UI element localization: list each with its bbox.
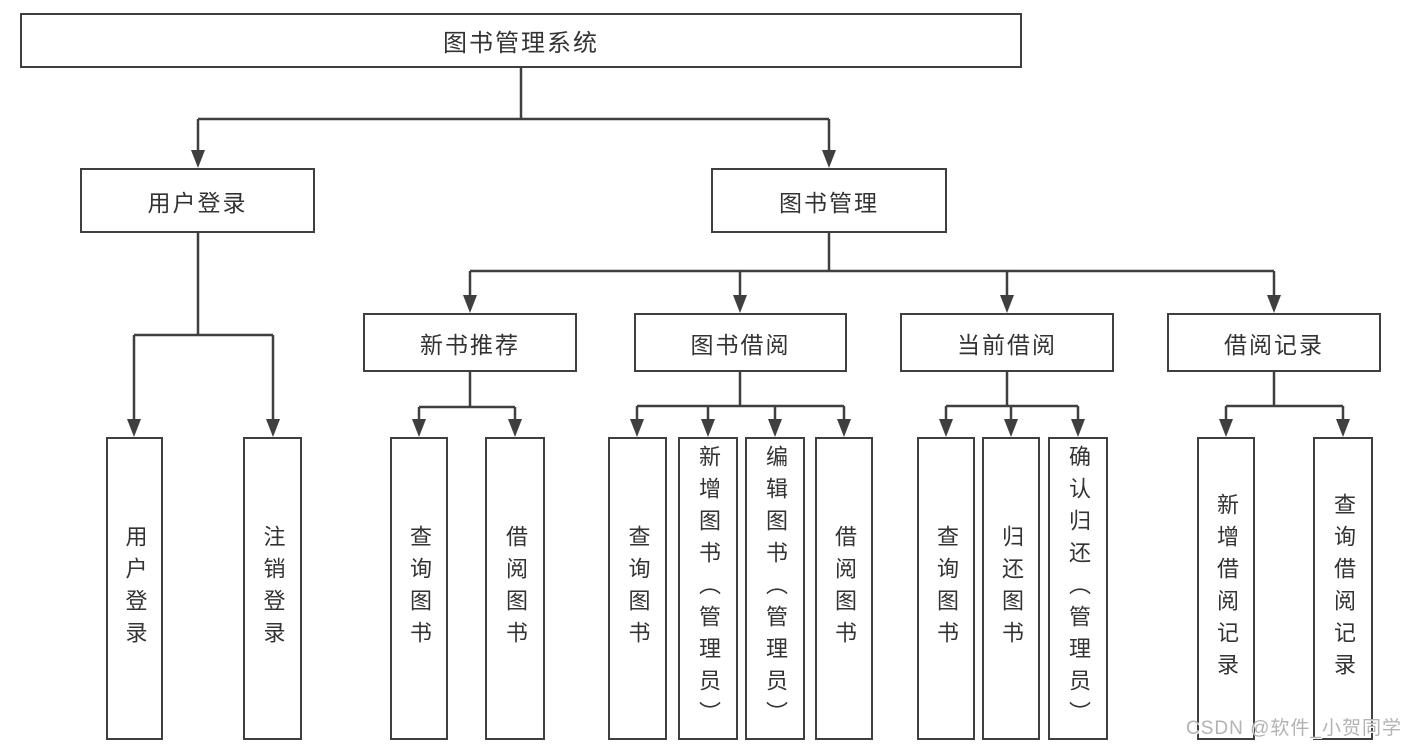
arrow-icon [733, 295, 747, 313]
arrow-icon [127, 419, 141, 437]
node-book-borrowing: 图书借阅 [634, 313, 847, 372]
node-user-login: 用户登录 [80, 168, 315, 233]
leaf-bb-edit-books-admin: 编辑图书（管理员） [745, 437, 805, 740]
leaf-br-query-record: 查询借阅记录 [1313, 437, 1373, 740]
leaf-nbr-query-books: 查询图书 [390, 437, 448, 740]
arrow-icon [191, 150, 205, 168]
leaf-bb-borrow-books: 借阅图书 [815, 437, 873, 740]
leaf-logout: 注销登录 [243, 437, 302, 740]
arrow-icon [1336, 419, 1350, 437]
leaf-bb-add-books-admin: 新增图书（管理员） [678, 437, 738, 740]
leaf-bb-query-books: 查询图书 [608, 437, 667, 740]
arrowheads [127, 150, 1350, 437]
edge-paths [132, 68, 1345, 420]
leaf-cb-query-books: 查询图书 [917, 437, 975, 740]
arrow-icon [1071, 419, 1085, 437]
leaf-user-login: 用户登录 [106, 437, 163, 740]
arrow-icon [1219, 419, 1233, 437]
leaf-cb-return-books: 归还图书 [982, 437, 1040, 740]
node-borrow-records: 借阅记录 [1167, 313, 1381, 372]
arrow-icon [768, 419, 782, 437]
leaf-nbr-borrow-books: 借阅图书 [485, 437, 545, 740]
leaf-cb-confirm-return-admin: 确认归还（管理员） [1048, 437, 1108, 740]
node-root-library-system: 图书管理系统 [20, 13, 1022, 68]
arrow-icon [1000, 295, 1014, 313]
arrow-icon [266, 419, 280, 437]
arrow-icon [701, 419, 715, 437]
node-book-management: 图书管理 [711, 168, 947, 233]
arrow-icon [463, 295, 477, 313]
arrow-icon [822, 150, 836, 168]
node-new-book-recommend: 新书推荐 [363, 313, 577, 372]
node-current-borrowing: 当前借阅 [900, 313, 1114, 372]
arrow-icon [630, 419, 644, 437]
arrow-icon [508, 419, 522, 437]
arrow-icon [1004, 419, 1018, 437]
arrow-icon [412, 419, 426, 437]
arrow-icon [837, 419, 851, 437]
csdn-watermark: CSDN @软件_小贺同学 [1186, 718, 1402, 739]
leaf-br-add-record: 新增借阅记录 [1197, 437, 1255, 740]
arrow-icon [1267, 295, 1281, 313]
arrow-icon [939, 419, 953, 437]
